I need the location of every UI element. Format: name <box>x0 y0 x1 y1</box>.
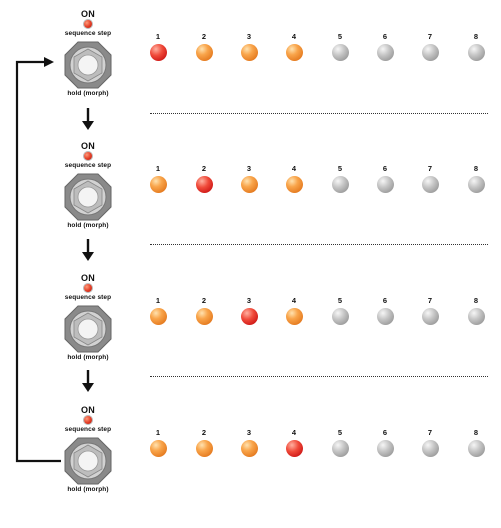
down-arrow-icon <box>82 370 94 392</box>
step-number: 7 <box>427 428 433 437</box>
step-led-grey <box>331 44 349 61</box>
sequence-panel-3: ON sequence step hold (morph) 1 2 3 4 5 … <box>0 264 501 396</box>
step-led-orange <box>149 440 167 457</box>
sequence-step-label: sequence step <box>64 162 112 169</box>
on-indicator-led <box>84 416 92 424</box>
step-number: 7 <box>427 164 433 173</box>
step-number: 2 <box>201 32 207 41</box>
hold-morph-label: hold (morph) <box>67 486 109 493</box>
step-led-orange <box>149 176 167 193</box>
step-led-grey <box>421 440 439 457</box>
step-number: 2 <box>201 296 207 305</box>
step-led-grey <box>467 440 485 457</box>
step-led-grey <box>421 176 439 193</box>
step-led-grey <box>376 308 394 325</box>
sequence-panel-2: ON sequence step hold (morph) 1 2 3 4 5 … <box>0 132 501 264</box>
step-led-grey <box>376 44 394 61</box>
sequence-panel-1: ON sequence step hold (morph) 1 2 3 4 5 … <box>0 0 501 132</box>
step-number: 1 <box>155 32 161 41</box>
step-led-grey <box>467 44 485 61</box>
step-number: 5 <box>337 164 343 173</box>
on-indicator-led <box>84 20 92 28</box>
on-label: ON <box>80 141 96 151</box>
down-arrow-icon <box>82 108 94 130</box>
step-number: 6 <box>382 32 388 41</box>
step-number: 4 <box>291 428 297 437</box>
step-number: 8 <box>473 32 479 41</box>
down-arrow-icon <box>82 239 94 261</box>
step-led-orange <box>240 44 258 61</box>
step-led-orange <box>285 308 303 325</box>
step-number: 2 <box>201 428 207 437</box>
step-led-orange <box>285 44 303 61</box>
step-led-red <box>285 440 303 457</box>
step-led-red <box>195 176 213 193</box>
step-number: 3 <box>246 32 252 41</box>
step-number: 8 <box>473 296 479 305</box>
step-number: 4 <box>291 296 297 305</box>
step-number: 6 <box>382 428 388 437</box>
step-number: 8 <box>473 164 479 173</box>
step-led-orange <box>195 44 213 61</box>
step-number: 4 <box>291 32 297 41</box>
step-number: 8 <box>473 428 479 437</box>
step-led-grey <box>331 176 349 193</box>
step-led-grey <box>331 308 349 325</box>
step-led-red <box>240 308 258 325</box>
loop-back-arrow <box>15 57 61 463</box>
sequence-step-label: sequence step <box>64 30 112 37</box>
sequence-step-label: sequence step <box>64 294 112 301</box>
step-led-grey <box>421 44 439 61</box>
hold-morph-label: hold (morph) <box>67 354 109 361</box>
divider <box>150 244 488 245</box>
on-label: ON <box>80 273 96 283</box>
step-number: 3 <box>246 428 252 437</box>
step-number: 5 <box>337 296 343 305</box>
sequence-panel-4: ON sequence step hold (morph) 1 2 3 4 5 … <box>0 396 501 528</box>
step-led-orange <box>240 176 258 193</box>
footswitch-icon[interactable] <box>63 304 113 354</box>
hold-morph-label: hold (morph) <box>67 90 109 97</box>
step-number: 6 <box>382 296 388 305</box>
step-led-grey <box>467 308 485 325</box>
step-number: 3 <box>246 296 252 305</box>
step-led-orange <box>240 440 258 457</box>
footswitch-icon[interactable] <box>63 172 113 222</box>
step-number: 5 <box>337 32 343 41</box>
hold-morph-label: hold (morph) <box>67 222 109 229</box>
step-led-grey <box>421 308 439 325</box>
step-led-orange <box>195 440 213 457</box>
on-label: ON <box>80 9 96 19</box>
step-number: 3 <box>246 164 252 173</box>
step-led-grey <box>376 176 394 193</box>
step-led-grey <box>376 440 394 457</box>
step-number: 6 <box>382 164 388 173</box>
step-number: 1 <box>155 296 161 305</box>
step-led-orange <box>149 308 167 325</box>
step-number: 7 <box>427 296 433 305</box>
on-indicator-led <box>84 284 92 292</box>
step-led-orange <box>285 176 303 193</box>
step-led-red <box>149 44 167 61</box>
footswitch-icon[interactable] <box>63 436 113 486</box>
divider <box>150 376 488 377</box>
step-number: 2 <box>201 164 207 173</box>
step-led-grey <box>331 440 349 457</box>
step-led-grey <box>467 176 485 193</box>
on-label: ON <box>80 405 96 415</box>
footswitch-icon[interactable] <box>63 40 113 90</box>
sequence-step-label: sequence step <box>64 426 112 433</box>
step-number: 1 <box>155 164 161 173</box>
step-number: 7 <box>427 32 433 41</box>
step-number: 5 <box>337 428 343 437</box>
step-number: 1 <box>155 428 161 437</box>
step-number: 4 <box>291 164 297 173</box>
on-indicator-led <box>84 152 92 160</box>
divider <box>150 113 488 114</box>
step-led-orange <box>195 308 213 325</box>
